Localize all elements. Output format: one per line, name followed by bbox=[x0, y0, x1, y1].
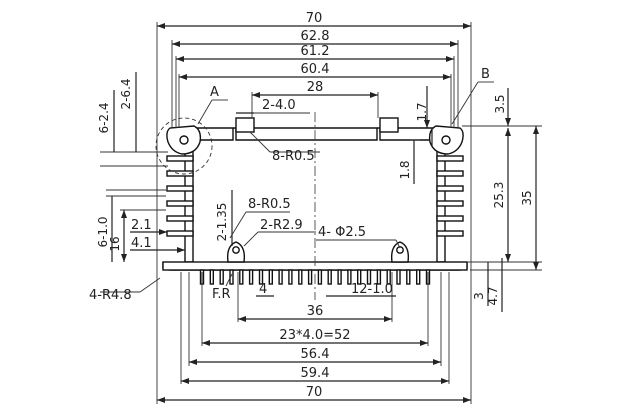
bottom-fin bbox=[396, 269, 401, 285]
bottom-fin bbox=[219, 269, 224, 285]
dim-59-4: 59.4 bbox=[301, 366, 330, 381]
dim-fin-width-36: 36 bbox=[307, 304, 324, 319]
top-slot-left bbox=[235, 117, 255, 133]
bottom-fin bbox=[347, 269, 352, 285]
dim-2-1: 2.1 bbox=[131, 218, 152, 233]
dim-fins-12-1-0: 12-1.0 bbox=[351, 282, 393, 297]
dim-radius-2-r2-9: 2-R2.9 bbox=[260, 218, 303, 233]
label-fillet-fr: F.R bbox=[212, 287, 231, 302]
bottom-fin bbox=[317, 269, 323, 285]
left-dimensions: 6-2.4 2-6.4 6-1.0 16 2.1 4.1 2-1.35 4-R4… bbox=[89, 72, 233, 303]
bottom-fin bbox=[416, 269, 421, 285]
bottom-fin bbox=[327, 269, 332, 285]
dim-overall-width-bottom: 70 bbox=[306, 385, 323, 400]
bottom-fin bbox=[386, 269, 391, 285]
dim-corner-4-r4-8: 4-R4.8 bbox=[89, 288, 132, 303]
bottom-fin bbox=[248, 269, 254, 285]
callout-a: A bbox=[197, 85, 228, 125]
bottom-fin bbox=[209, 269, 215, 285]
dim-4-7: 4.7 bbox=[486, 286, 500, 305]
left-screw-hole bbox=[232, 246, 240, 254]
bottom-fin bbox=[268, 269, 273, 285]
dim-radius-8-r0-5-top: 8-R0.5 bbox=[272, 149, 315, 164]
dim-28: 28 bbox=[307, 80, 324, 95]
dim-2-6-4: 2-6.4 bbox=[119, 78, 133, 109]
bottom-fin bbox=[366, 269, 372, 285]
dim-6-2-4: 6-2.4 bbox=[97, 102, 111, 133]
dim-3-5: 3.5 bbox=[493, 94, 507, 113]
right-dimensions: 1.7 3.5 1.8 25.3 35 3 4.7 bbox=[398, 86, 542, 312]
bottom-fin bbox=[376, 269, 382, 285]
bottom-fin bbox=[278, 269, 283, 285]
dim-fin-4: 4 bbox=[259, 282, 267, 297]
dim-4-1: 4.1 bbox=[131, 236, 152, 251]
middle-callouts: 8-R0.5 2-R2.9 4- Φ2.5 F.R 4 36 12-1.0 bbox=[212, 197, 401, 322]
dim-fin-pitch-23x4: 23*4.0=52 bbox=[279, 328, 350, 343]
dim-1-8: 1.8 bbox=[398, 160, 412, 179]
callout-a-label: A bbox=[210, 85, 219, 100]
right-boss-hole bbox=[441, 135, 451, 145]
dim-35: 35 bbox=[520, 190, 534, 205]
bottom-fin bbox=[357, 269, 362, 285]
bottom-fin bbox=[298, 269, 303, 285]
bottom-fin bbox=[337, 269, 342, 285]
dim-61-2: 61.2 bbox=[301, 44, 330, 59]
top-slot-right bbox=[379, 117, 399, 133]
dim-16: 16 bbox=[108, 236, 122, 251]
dim-1-7: 1.7 bbox=[415, 102, 429, 121]
dim-3: 3 bbox=[472, 292, 486, 300]
bottom-fin bbox=[239, 269, 244, 285]
left-boss-hole bbox=[179, 135, 189, 145]
dim-62-8: 62.8 bbox=[301, 29, 330, 44]
callout-b: B bbox=[451, 67, 494, 125]
dim-radius-8-r0-5-mid: 8-R0.5 bbox=[248, 197, 291, 212]
bottom-dimensions: 23*4.0=52 56.4 59.4 70 bbox=[156, 262, 472, 404]
dim-56-4: 56.4 bbox=[301, 347, 330, 362]
bottom-fin bbox=[406, 269, 411, 285]
dim-overall-width-top: 70 bbox=[306, 11, 323, 26]
right-side-fins bbox=[436, 155, 464, 237]
right-screw-hole bbox=[396, 246, 404, 254]
left-side-fins bbox=[166, 155, 194, 237]
dim-60-4: 60.4 bbox=[301, 62, 330, 77]
dim-holes-4-phi2-5: 4- Φ2.5 bbox=[318, 225, 366, 240]
bottom-fin bbox=[288, 269, 293, 285]
dim-25-3: 25.3 bbox=[492, 182, 506, 209]
bottom-fin bbox=[307, 269, 313, 285]
dim-6-1-0: 6-1.0 bbox=[96, 216, 110, 247]
top-dimensions: 70 62.8 61.2 60.4 28 2-4.0 8-R0.5 bbox=[156, 11, 472, 262]
callout-b-label: B bbox=[481, 67, 490, 82]
detail-a-circle bbox=[155, 117, 213, 175]
dim-slots-2-4-0: 2-4.0 bbox=[262, 98, 296, 113]
bottom-fin bbox=[258, 269, 264, 285]
dim-2-1-35: 2-1.35 bbox=[215, 203, 229, 242]
